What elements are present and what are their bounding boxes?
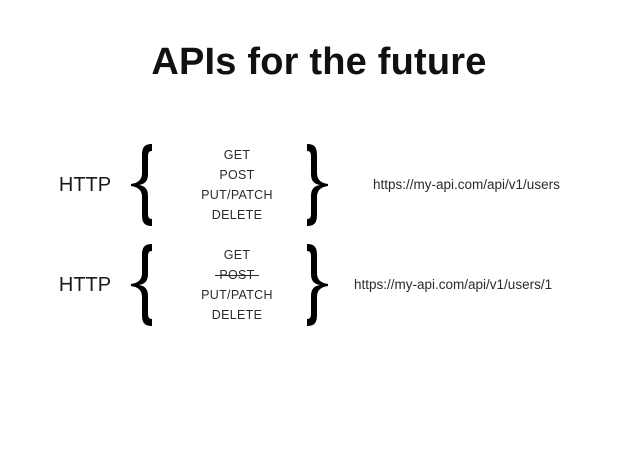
- method-item: GET: [223, 148, 251, 162]
- method-item: GET: [223, 248, 251, 262]
- left-brace-icon: [127, 240, 161, 330]
- method-list: GET POST PUT/PATCH DELETE: [177, 240, 297, 330]
- method-item: DELETE: [211, 308, 263, 322]
- method-item: POST: [219, 168, 255, 182]
- endpoint-row: HTTP GET POST PUT/PATCH DELETE https://m…: [0, 240, 638, 330]
- method-item: PUT/PATCH: [201, 188, 273, 202]
- right-brace-icon: [298, 240, 332, 330]
- endpoint-url: https://my-api.com/api/v1/users/1: [354, 277, 553, 292]
- method-item: DELETE: [211, 208, 263, 222]
- method-item-disabled: POST: [215, 265, 259, 285]
- protocol-label: HTTP: [58, 174, 112, 196]
- endpoint-row: HTTP GET POST PUT/PATCH DELETE https://m…: [0, 140, 638, 230]
- left-brace-icon: [127, 140, 161, 230]
- method-item: PUT/PATCH: [201, 288, 273, 302]
- page-title: APIs for the future: [151, 41, 487, 83]
- right-brace-icon: [298, 140, 332, 230]
- endpoint-url: https://my-api.com/api/v1/users: [373, 177, 560, 192]
- protocol-label: HTTP: [58, 274, 112, 296]
- method-list: GET POST PUT/PATCH DELETE: [177, 140, 297, 230]
